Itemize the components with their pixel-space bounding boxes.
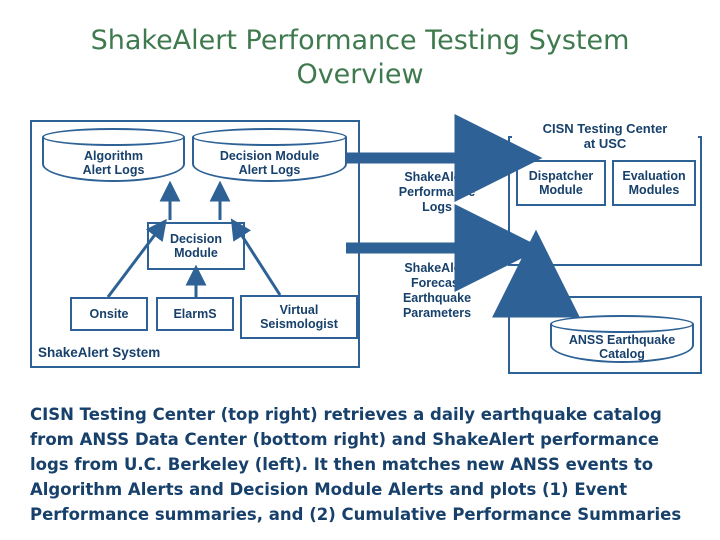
page-title: ShakeAlert Performance Testing System Ov… xyxy=(90,25,630,90)
evaluation-modules-box: Evaluation Modules xyxy=(612,160,696,206)
decision-module-alert-logs-label: Decision Module Alert Logs xyxy=(219,149,320,177)
anss-earthquake-catalog-cylinder: ANSS Earthquake Catalog xyxy=(550,315,694,363)
cylinder-top xyxy=(192,128,347,146)
shakealert-forecast-parameters-label: ShakeAlert Forecast Earthquake Parameter… xyxy=(402,261,472,320)
cisn-testing-center-label: CISN Testing Center at USC xyxy=(512,121,698,151)
dispatcher-module-box: Dispatcher Module xyxy=(516,160,606,206)
algorithm-alert-logs-cylinder: Algorithm Alert Logs xyxy=(42,128,185,182)
shakealert-system-label: ShakeAlert System xyxy=(38,345,161,360)
cylinder-top xyxy=(550,315,694,333)
decision-module-box: Decision Module xyxy=(147,222,245,270)
cylinder-top xyxy=(42,128,185,146)
onsite-box: Onsite xyxy=(70,297,148,331)
slide-caption: CISN Testing Center (top right) retrieve… xyxy=(30,405,682,524)
virtual-seismologist-box: Virtual Seismologist xyxy=(240,295,358,339)
decision-module-alert-logs-cylinder: Decision Module Alert Logs xyxy=(192,128,347,182)
elarms-box: ElarmS xyxy=(156,297,234,331)
anss-earthquake-catalog-label: ANSS Earthquake Catalog xyxy=(568,333,676,361)
shakealert-performance-logs-label: ShakeAlert Performance Logs xyxy=(398,170,476,214)
algorithm-alert-logs-label: Algorithm Alert Logs xyxy=(82,149,145,177)
